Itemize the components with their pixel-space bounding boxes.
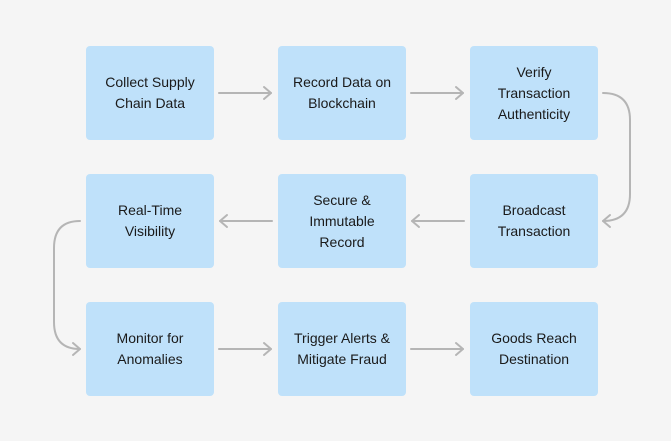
node-label: Record Data on Blockchain: [292, 74, 392, 111]
node-secure-immutable-record: Secure & Immutable Record: [278, 174, 406, 268]
node-label: Broadcast Transaction: [497, 202, 571, 239]
node-label: Verify Transaction Authenticity: [497, 63, 571, 122]
connector-collect-to-record: [218, 86, 272, 100]
node-verify-transaction-authenticity: Verify Transaction Authenticity: [470, 46, 598, 140]
node-collect-supply-chain-data: Collect Supply Chain Data: [86, 46, 214, 140]
node-broadcast-transaction: Broadcast Transaction: [470, 174, 598, 268]
node-record-data-on-blockchain: Record Data on Blockchain: [278, 46, 406, 140]
node-label: Goods Reach Destination: [491, 330, 577, 367]
connector-monitor-to-alerts: [218, 342, 272, 356]
node-trigger-alerts-mitigate-fraud: Trigger Alerts & Mitigate Fraud: [278, 302, 406, 396]
node-label: Trigger Alerts & Mitigate Fraud: [294, 330, 390, 367]
node-label: Real-Time Visibility: [117, 202, 183, 239]
connector-visibility-to-monitor: [53, 220, 81, 356]
node-real-time-visibility: Real-Time Visibility: [86, 174, 214, 268]
connector-alerts-to-destination: [410, 342, 464, 356]
connector-record-to-verify: [410, 86, 464, 100]
node-monitor-for-anomalies: Monitor for Anomalies: [86, 302, 214, 396]
connector-secure-to-visibility: [219, 214, 273, 228]
connector-broadcast-to-secure: [411, 214, 465, 228]
node-label: Monitor for Anomalies: [116, 330, 184, 367]
node-goods-reach-destination: Goods Reach Destination: [470, 302, 598, 396]
node-label: Secure & Immutable Record: [309, 191, 375, 250]
connector-verify-to-broadcast: [602, 92, 631, 228]
node-label: Collect Supply Chain Data: [105, 74, 195, 111]
